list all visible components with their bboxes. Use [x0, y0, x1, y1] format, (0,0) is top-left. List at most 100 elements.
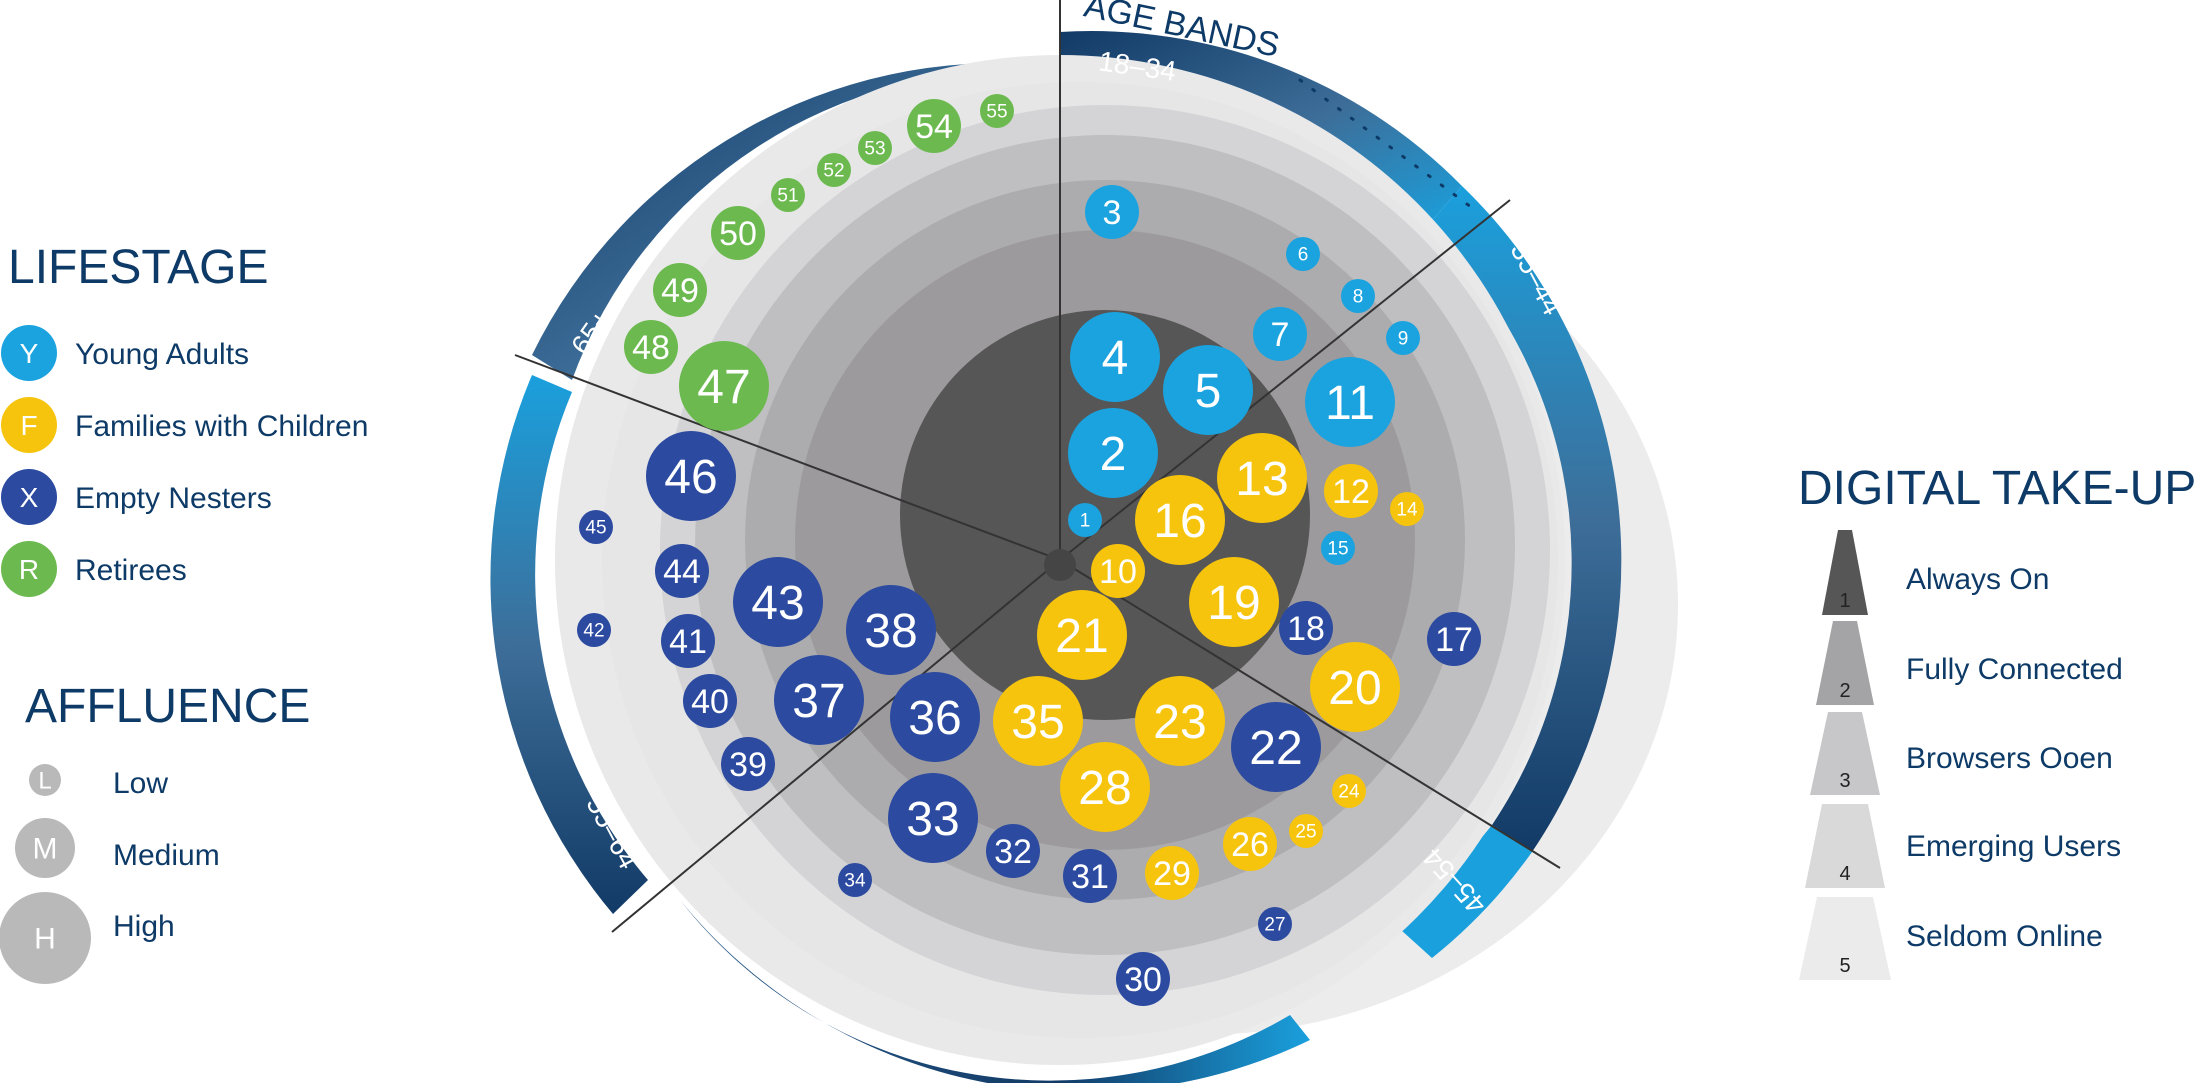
- segment-number: 52: [823, 161, 844, 182]
- segment-number: 51: [777, 186, 798, 207]
- segment-number: 10: [1099, 553, 1137, 591]
- segment-bubble-circle: [579, 510, 613, 544]
- segment-bubble-circle: [661, 614, 715, 668]
- segment-number: 14: [1396, 500, 1418, 521]
- segment-bubble-circle: [1289, 814, 1323, 848]
- segment-bubble: 40: [683, 674, 737, 728]
- digital-tier-label: Seldom Online: [1906, 920, 2103, 953]
- affluence-label: Medium: [113, 839, 220, 872]
- segment-number: 39: [729, 746, 767, 784]
- lifestage-label: Families with Children: [75, 410, 368, 443]
- segment-number: 19: [1207, 577, 1260, 630]
- segment-number: 11: [1325, 377, 1375, 430]
- segment-bubble-circle: [1321, 531, 1355, 565]
- digital-tier-number: 2: [1839, 680, 1850, 702]
- segment-bubble-circle: [846, 585, 936, 675]
- segment-bubble: 45: [579, 510, 613, 544]
- segment-number: 4: [1102, 332, 1129, 385]
- affluence-letter: M: [33, 833, 58, 866]
- segment-number: 8: [1353, 287, 1364, 308]
- segment-bubble: 19: [1189, 557, 1279, 647]
- segment-number: 38: [864, 605, 917, 658]
- segment-bubble: 1: [1068, 503, 1102, 537]
- segment-bubble-circle: [655, 544, 709, 598]
- lifestage-swatch: [1, 541, 57, 597]
- affluence-title: AFFLUENCE: [25, 680, 310, 733]
- segment-bubble-circle: [1145, 846, 1199, 900]
- digital-tier-label: Browsers Ooen: [1906, 742, 2113, 775]
- segment-bubble-circle: [1310, 642, 1400, 732]
- affluence-label: Low: [113, 767, 168, 800]
- age-band-arc-35-44: [1428, 186, 1622, 852]
- segment-bubble-circle: [577, 613, 611, 647]
- segment-number: 43: [751, 577, 804, 630]
- segment-bubble-circle: [1135, 676, 1225, 766]
- segment-bubble: 3: [1085, 185, 1139, 239]
- segment-bubble-circle: [1386, 321, 1420, 355]
- segment-number: 9: [1398, 329, 1409, 350]
- segment-bubble-circle: [711, 206, 765, 260]
- lifestage-label: Retirees: [75, 554, 187, 587]
- affluence-item: M Medium: [15, 818, 220, 878]
- segment-bubble: 4: [1070, 312, 1160, 402]
- lifestage-title: LIFESTAGE: [8, 241, 269, 294]
- segment-bubble-circle: [679, 341, 769, 431]
- segment-bubble: 27: [1258, 907, 1292, 941]
- segment-bubble-circle: [1135, 475, 1225, 565]
- segment-number: 26: [1231, 826, 1269, 864]
- segment-bubble-circle: [721, 737, 775, 791]
- diagram-center: [1044, 549, 1076, 581]
- segment-bubble: 22: [1231, 702, 1321, 792]
- segment-bubble-circle: [1390, 492, 1424, 526]
- segment-bubble: 53: [858, 131, 892, 165]
- segment-bubble-circle: [683, 674, 737, 728]
- segment-number: 46: [664, 451, 717, 504]
- segment-number: 35: [1011, 696, 1064, 749]
- segment-bubble: 13: [1217, 433, 1307, 523]
- segment-number: 55: [986, 102, 1007, 123]
- segment-bubble: 25: [1289, 814, 1323, 848]
- lifestage-letter: Y: [20, 338, 39, 369]
- segment-bubble-circle: [653, 263, 707, 317]
- digital-tier-shape: [1805, 804, 1885, 888]
- segment-bubble: 10: [1091, 544, 1145, 598]
- segment-number: 13: [1235, 453, 1288, 506]
- digital-tier-label: Fully Connected: [1906, 653, 2123, 686]
- segment-bubble: 32: [986, 824, 1040, 878]
- segment-number: 28: [1078, 762, 1131, 815]
- segment-bubble: 18: [1279, 601, 1333, 655]
- segment-number: 25: [1295, 822, 1316, 843]
- segment-bubble: 35: [993, 676, 1083, 766]
- digital-tier-number: 5: [1839, 955, 1850, 977]
- segment-bubble-circle: [1253, 307, 1307, 361]
- segment-number: 17: [1435, 621, 1473, 659]
- segment-bubble: 11: [1305, 357, 1395, 447]
- segment-bubble-circle: [890, 672, 980, 762]
- segment-number: 12: [1332, 473, 1370, 511]
- lifestage-letter: R: [19, 554, 39, 585]
- segment-bubble-circle: [986, 824, 1040, 878]
- digital-takeup-title: DIGITAL TAKE-UP: [1798, 462, 2196, 515]
- digital-tier-number: 4: [1839, 863, 1850, 885]
- segment-number: 1: [1080, 511, 1091, 532]
- segment-bubble: 42: [577, 613, 611, 647]
- segment-number: 23: [1153, 696, 1206, 749]
- lifestage-label: Empty Nesters: [75, 482, 272, 515]
- lifestage-swatch: [1, 469, 57, 525]
- digital-tier: 2 Fully Connected: [1816, 621, 2123, 705]
- segment-bubble: 34: [838, 863, 872, 897]
- segment-bubble-circle: [907, 99, 961, 153]
- segment-bubble-circle: [1286, 237, 1320, 271]
- segment-bubble: 14: [1390, 492, 1424, 526]
- segment-bubble-circle: [1163, 345, 1253, 435]
- segment-bubble-circle: [1063, 849, 1117, 903]
- segment-bubble-circle: [1116, 952, 1170, 1006]
- segment-number: 30: [1124, 961, 1162, 999]
